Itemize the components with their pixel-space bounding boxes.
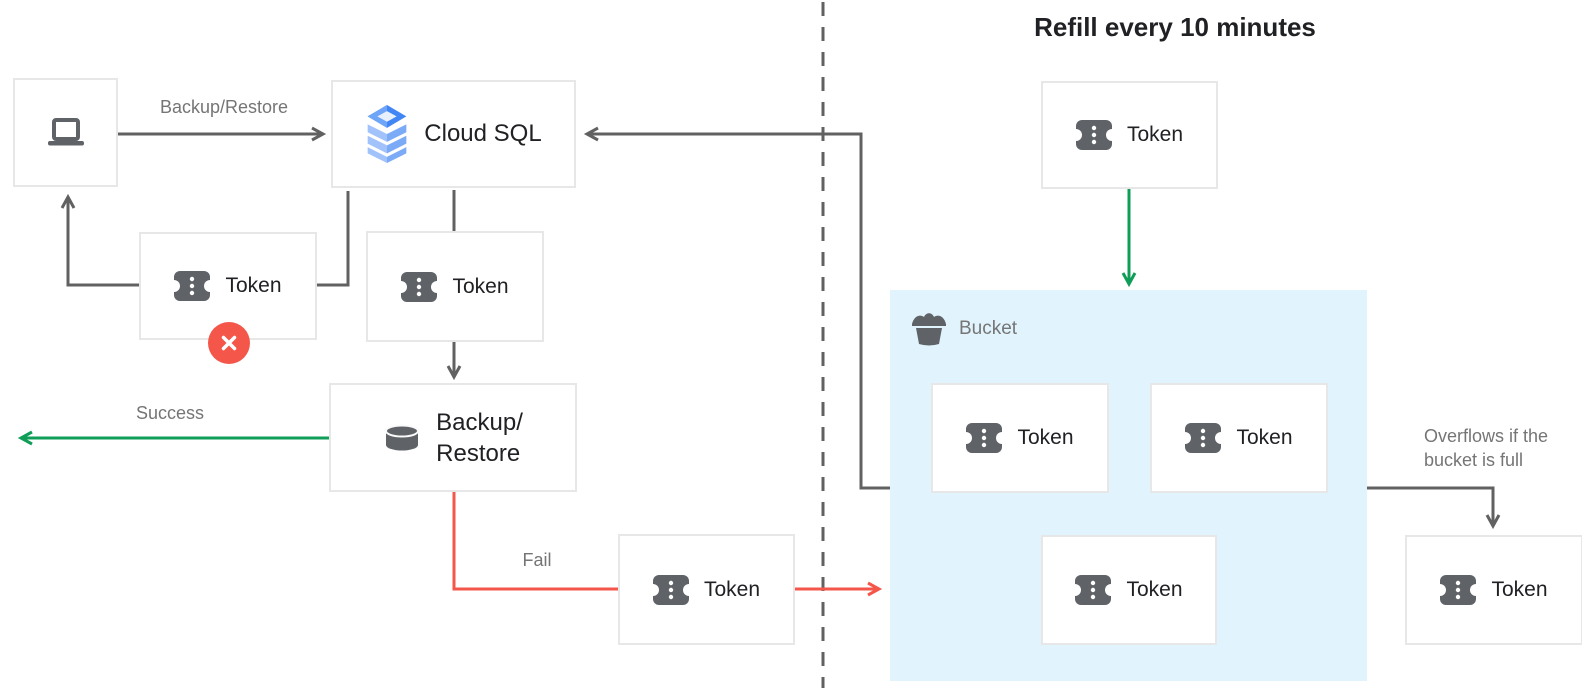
client-laptop-node: [13, 78, 118, 187]
token-node-refill: Token: [1041, 81, 1218, 189]
edge-label-overflow: Overflows if the bucket is full: [1424, 424, 1582, 472]
token-icon: [652, 574, 689, 605]
error-badge: [208, 322, 250, 364]
token-label: Token: [225, 274, 282, 297]
edge-label-overflow-line2: bucket is full: [1424, 450, 1524, 470]
edge-label-backup-restore: Backup/Restore: [159, 97, 289, 117]
edge-fail-to-token: [452, 492, 618, 591]
token-icon: [401, 271, 438, 302]
edge-bucket-to-cloudsql: [583, 126, 890, 490]
cloud-sql-node: Cloud SQL: [331, 80, 576, 188]
database-icon: [385, 424, 420, 450]
edge-failed-token-to-cloudsql: [317, 191, 350, 287]
token-icon: [1075, 575, 1112, 605]
token-label: Token: [1236, 426, 1293, 449]
token-label: Token: [703, 577, 761, 601]
token-icon: [966, 423, 1003, 453]
token-node-in-bucket-1: Token: [931, 383, 1109, 493]
token-node-in-bucket-3: Token: [1041, 535, 1217, 645]
token-label: Token: [452, 274, 509, 298]
diagram-title: Refill every 10 minutes: [1034, 12, 1316, 42]
token-label: Token: [1491, 578, 1548, 601]
edge-label-overflow-line1: Overflows if the: [1424, 426, 1549, 446]
token-label: Token: [1126, 123, 1184, 146]
edge-label-fail: Fail: [522, 550, 552, 570]
token-node-overflow: Token: [1405, 535, 1582, 645]
bucket-header: Bucket: [911, 311, 1017, 346]
edge-overflow: [1367, 486, 1501, 530]
token-icon: [1075, 120, 1112, 150]
edge-label-success: Success: [135, 403, 205, 423]
laptop-icon: [47, 117, 84, 145]
bucket-label: Bucket: [959, 317, 1018, 339]
token-label: Token: [1017, 426, 1074, 449]
backup-restore-label-line2: Restore: [436, 439, 521, 467]
bucket-icon: [912, 313, 946, 346]
backup-restore-label-line1: Backup/: [436, 408, 523, 436]
token-node-in-use: Token: [366, 231, 544, 342]
edge-failed-token-to-laptop: [60, 193, 139, 287]
token-icon: [1185, 423, 1222, 453]
token-icon: [1440, 575, 1477, 605]
token-node-returned-fail: Token: [618, 534, 795, 645]
token-label: Token: [1126, 578, 1183, 601]
backup-restore-node: Backup/ Restore: [329, 383, 577, 492]
cloud-sql-icon: [367, 105, 407, 163]
error-x-icon: [221, 335, 237, 351]
token-icon: [174, 271, 211, 301]
cloud-sql-label: Cloud SQL: [424, 120, 542, 147]
token-node-failed: Token: [139, 232, 317, 364]
token-node-in-bucket-2: Token: [1150, 383, 1328, 493]
